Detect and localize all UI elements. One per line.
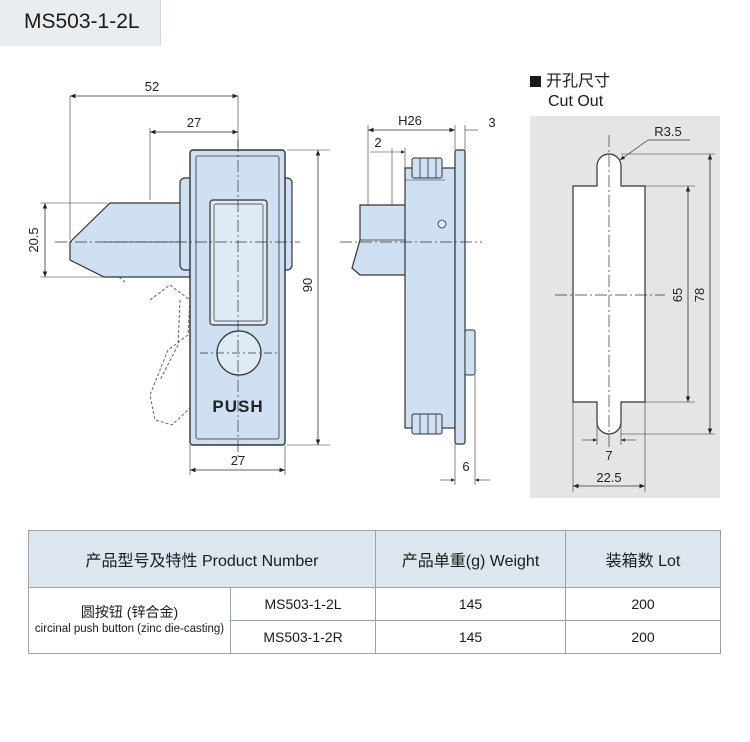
category-en: circinal push button (zinc die-casting)	[34, 622, 225, 635]
dim-20-5: 20.5	[26, 227, 41, 252]
dim-h26: H26	[398, 113, 422, 128]
model-label: MS503-1-2L	[24, 10, 140, 33]
dim-65: 65	[670, 288, 685, 302]
category-cell: 圆按钮 (锌合金) circinal push button (zinc die…	[28, 587, 231, 654]
dim-52: 52	[145, 79, 159, 94]
model-cell: MS503-1-2L	[229, 587, 377, 621]
side-view: H26 3 2 6	[340, 113, 496, 485]
table-row: 圆按钮 (锌合金) circinal push button (zinc die…	[28, 587, 722, 654]
dim-27-bottom: 27	[231, 453, 245, 468]
dim-2: 2	[374, 135, 381, 150]
header-product-number: 产品型号及特性 Product Number	[27, 530, 377, 588]
dim-r3-5: R3.5	[654, 124, 681, 139]
weight-cell: 145	[375, 620, 567, 654]
cutout-title: 开孔尺寸	[530, 72, 610, 92]
black-square-icon	[530, 76, 541, 87]
lever-shape	[69, 202, 191, 278]
header-weight: 产品单重(g) Weight	[375, 530, 567, 588]
dim-78: 78	[692, 288, 707, 302]
weight-cell: 145	[375, 587, 567, 621]
technical-drawing: PUSH 52 27 20.5 90 27	[26, 79, 720, 498]
lot-cell: 200	[565, 620, 722, 654]
model-cell: MS503-1-2R	[229, 620, 377, 654]
dim-22-5: 22.5	[596, 470, 621, 485]
dim-7: 7	[605, 448, 612, 463]
cutout-title-en: Cut Out	[548, 93, 604, 110]
cutout-title-cn: 开孔尺寸	[546, 73, 611, 90]
table-row: MS503-1-2R 145 200	[29, 620, 722, 654]
lot-cell: 200	[565, 587, 722, 621]
cutout-view: R3.5 65 78 7 22.5	[530, 116, 720, 498]
push-text: PUSH	[212, 397, 263, 416]
side-housing	[404, 167, 456, 429]
dim-27-top: 27	[187, 115, 201, 130]
table-header-row: 产品型号及特性 Product Number 产品单重(g) Weight 装箱…	[27, 530, 722, 588]
front-window	[209, 199, 268, 326]
front-view: PUSH 52 27 20.5 90 27	[26, 79, 330, 475]
header-lot: 装箱数 Lot	[565, 530, 722, 588]
model-tab: MS503-1-2L	[0, 0, 161, 46]
side-flange	[454, 149, 466, 445]
dim-6: 6	[462, 459, 469, 474]
dim-90: 90	[300, 278, 315, 292]
dim-3: 3	[488, 115, 495, 130]
category-cn: 圆按钮 (锌合金)	[80, 603, 179, 620]
product-table: 产品型号及特性 Product Number 产品单重(g) Weight 装箱…	[27, 530, 722, 654]
